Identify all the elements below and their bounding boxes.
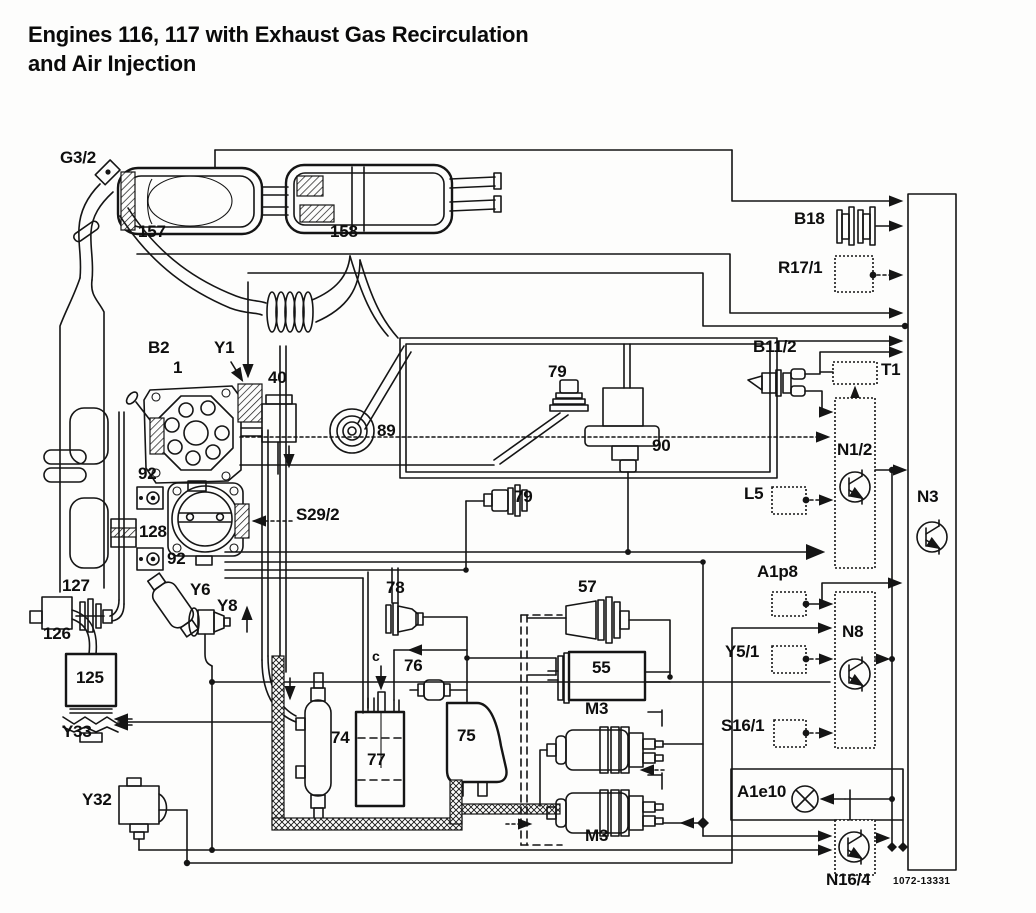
solenoid-y6-icon	[146, 572, 200, 638]
thermovalve-box	[399, 337, 778, 479]
bottom-wires	[138, 622, 833, 867]
valve-y5-1-icon	[771, 645, 834, 674]
sensor-l5-icon	[771, 486, 834, 515]
warning-lamp-a1e10-icon	[791, 785, 895, 813]
control-unit-n8-icon	[834, 591, 895, 749]
valve-126-icon	[29, 596, 98, 655]
coiled-hose-89-icon	[329, 345, 412, 454]
engine-intake-art	[43, 207, 399, 723]
center-wires	[362, 571, 557, 714]
valve-90-icon	[584, 343, 660, 553]
diagnostic-bar-n3-icon	[907, 193, 957, 871]
solenoid-y32-icon	[118, 777, 168, 840]
canister-125-icon	[64, 652, 118, 708]
vacuum-element-y33-icon	[62, 708, 275, 743]
relay-r17-1-icon	[834, 255, 904, 293]
valve-78-icon	[385, 567, 424, 636]
egr-valve-y1-icon	[230, 281, 263, 423]
fuel-pump-m3-upper-icon	[546, 709, 665, 776]
thermovalve-79-lower-icon	[465, 484, 528, 571]
muffler-158-icon	[284, 163, 454, 235]
valve-40-icon	[240, 394, 297, 475]
switch-s16-1-icon	[773, 719, 834, 748]
switch-s29-2-icon	[234, 503, 293, 539]
fuel-pump-m3-lower-icon	[546, 772, 664, 837]
hose-to-127	[109, 411, 125, 622]
exhaust-mid-pipes	[261, 186, 289, 216]
damper-55-icon	[527, 650, 673, 704]
connector-a1p8-icon	[771, 577, 903, 617]
sensor-b11-2-icon	[747, 346, 904, 418]
valve-127-icon	[75, 598, 113, 633]
pump-wires	[539, 559, 833, 842]
filter-74-icon	[284, 672, 332, 823]
catalytic-converter-157-icon	[116, 166, 264, 236]
switch-92-upper-icon	[136, 486, 164, 510]
air-pump-1-icon	[125, 385, 242, 492]
thermovalve-79-top-icon	[493, 379, 589, 465]
ignition-coil-t1-icon	[819, 361, 878, 401]
valve-76-icon	[409, 679, 468, 701]
throttle-body-icon	[167, 482, 244, 566]
valve-57-icon	[527, 596, 671, 678]
oxygen-sensor-g3-2-icon	[73, 159, 121, 281]
dashed-group-border	[520, 614, 563, 846]
valve-y8-icon	[188, 605, 253, 637]
control-unit-n1-2-icon	[834, 397, 876, 569]
switch-92-lower-icon	[136, 547, 164, 571]
control-unit-n16-4-icon	[834, 769, 908, 876]
sensor-b18-icon	[836, 206, 904, 246]
tailpipes-icon	[449, 172, 502, 213]
fuel-rail-hatched	[271, 655, 561, 831]
